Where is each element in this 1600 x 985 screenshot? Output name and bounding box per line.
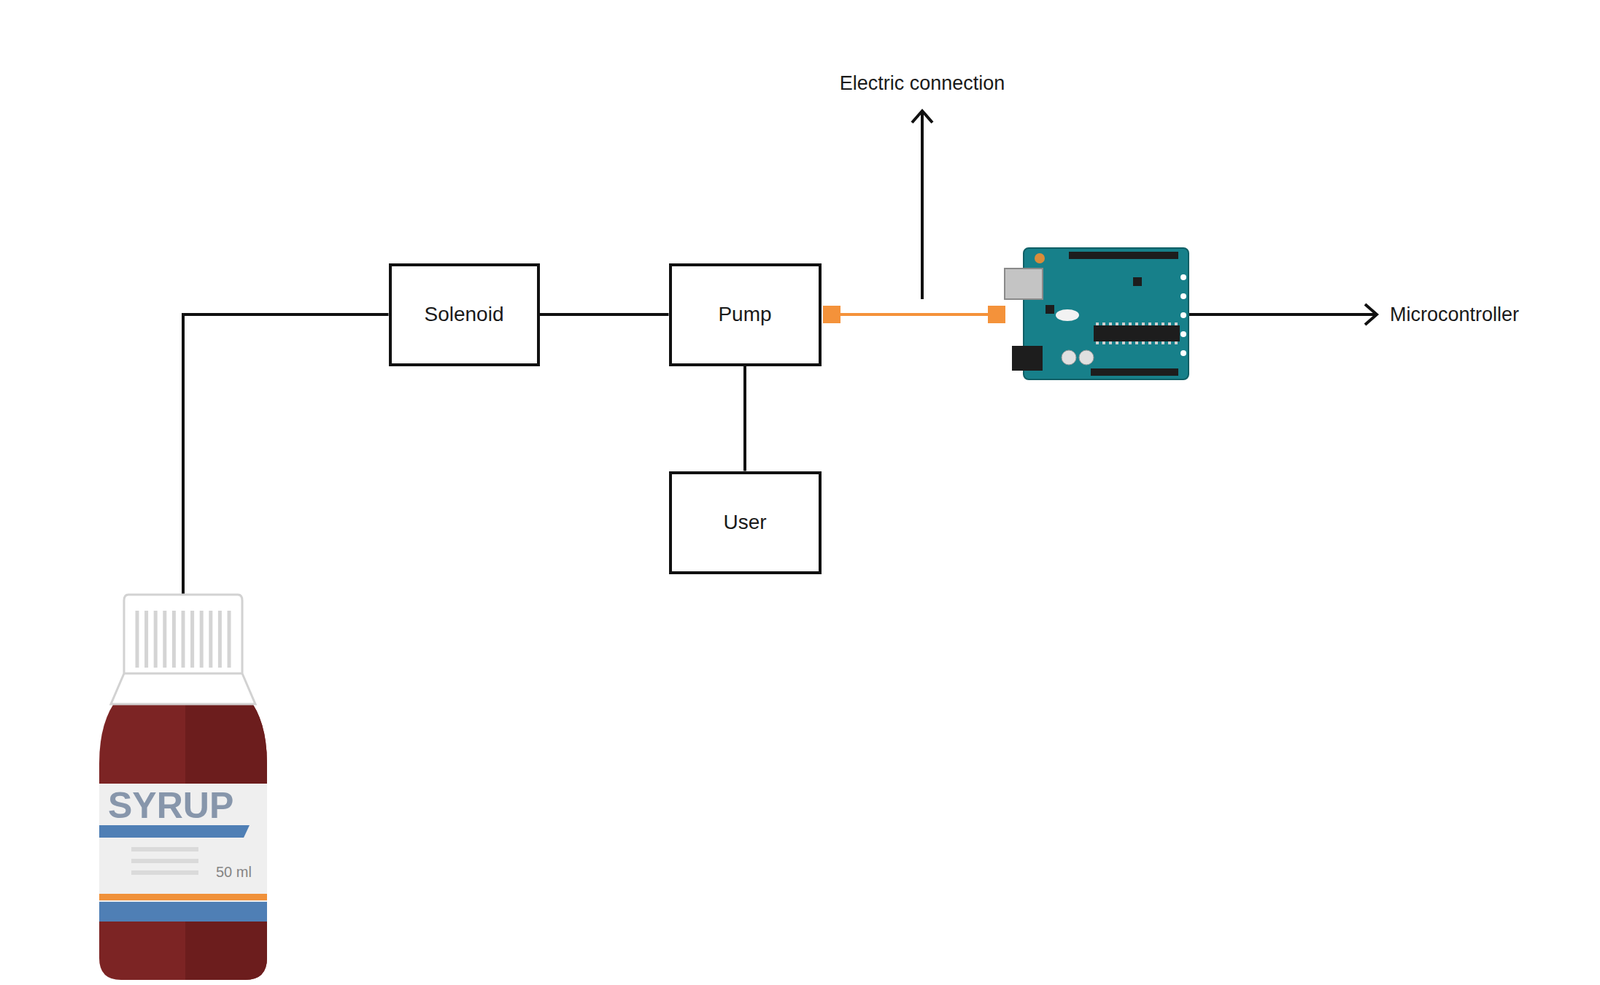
chip-pin bbox=[1154, 322, 1158, 326]
chip-pin bbox=[1095, 322, 1099, 326]
cap-ridge bbox=[172, 610, 176, 668]
capacitor bbox=[1061, 350, 1077, 365]
chip-pin bbox=[1128, 341, 1132, 345]
chip-pin bbox=[1122, 322, 1126, 326]
signal-wire bbox=[831, 312, 997, 316]
crystal bbox=[1055, 309, 1080, 322]
chip-pin bbox=[1154, 341, 1158, 345]
callout-label: Microcontroller bbox=[1389, 302, 1520, 327]
chip-pin bbox=[1135, 322, 1139, 326]
chip-pin bbox=[1141, 322, 1145, 326]
component bbox=[1045, 304, 1055, 314]
chip-pin bbox=[1148, 341, 1152, 345]
microchip bbox=[1093, 325, 1180, 342]
bottle-label bbox=[99, 783, 268, 922]
product-name: SYRUP bbox=[107, 787, 234, 824]
bottle-cap bbox=[110, 594, 256, 705]
capacitor bbox=[1079, 350, 1094, 365]
cap-ridge bbox=[162, 610, 167, 668]
microcontroller-board bbox=[1004, 248, 1189, 380]
pin-header bbox=[1090, 368, 1179, 376]
power-jack bbox=[1011, 345, 1043, 371]
process-box: User bbox=[669, 471, 822, 575]
mount-dot bbox=[1180, 350, 1187, 357]
chip-pin bbox=[1174, 341, 1178, 345]
usb-connector bbox=[1004, 268, 1043, 300]
box-label: User bbox=[723, 510, 767, 535]
syrup-bottle-node: SYRUP 50 ml bbox=[99, 594, 268, 980]
cap-ridge bbox=[218, 610, 222, 668]
cap-ridge bbox=[153, 610, 158, 668]
mount-dot bbox=[1180, 331, 1187, 338]
board-pcb bbox=[1023, 248, 1189, 380]
arrow-head bbox=[911, 110, 933, 123]
callout-arrow bbox=[920, 111, 924, 300]
chip-pin bbox=[1174, 322, 1178, 326]
cap-ridge bbox=[124, 672, 243, 675]
chip-pin bbox=[1115, 341, 1119, 345]
arrow-head bbox=[1365, 304, 1377, 325]
bottle-body bbox=[99, 688, 268, 980]
chip-pin bbox=[1122, 341, 1126, 345]
callout-label: Electric connection bbox=[839, 71, 1006, 95]
label-stripe bbox=[99, 893, 268, 901]
pipe-connector bbox=[539, 312, 670, 316]
chip-pin bbox=[1161, 322, 1165, 326]
chip-pin bbox=[1148, 322, 1152, 326]
pipe-connector bbox=[743, 366, 747, 472]
chip-pin bbox=[1108, 322, 1112, 326]
volume-label: 50 ml bbox=[215, 864, 252, 880]
label-stripe bbox=[99, 901, 268, 922]
mount-dot bbox=[1180, 274, 1187, 281]
pin-header bbox=[1068, 251, 1179, 260]
chip-pin bbox=[1161, 341, 1165, 345]
process-box: Pump bbox=[669, 263, 822, 367]
cap-ridge bbox=[135, 610, 140, 668]
label-line bbox=[131, 870, 199, 875]
label-line bbox=[131, 858, 199, 864]
cap-ridge bbox=[208, 610, 213, 668]
callout-arrow bbox=[1188, 312, 1377, 316]
process-box: Solenoid bbox=[388, 263, 540, 367]
chip-pin bbox=[1135, 341, 1139, 345]
chip-pin bbox=[1095, 341, 1099, 345]
chip-pin bbox=[1102, 322, 1106, 326]
chip-pin bbox=[1128, 322, 1132, 326]
label-line bbox=[131, 847, 199, 852]
chip-pin bbox=[1141, 341, 1145, 345]
cap-ridge bbox=[227, 610, 232, 668]
cap-ridge bbox=[199, 610, 204, 668]
mount-dot bbox=[1180, 312, 1187, 319]
label-stripe bbox=[99, 825, 250, 838]
chip-pin bbox=[1115, 322, 1119, 326]
chip-pin bbox=[1108, 341, 1112, 345]
box-label: Pump bbox=[717, 302, 772, 327]
pipe-connector bbox=[183, 314, 389, 595]
cap-ridge bbox=[181, 610, 186, 668]
cap-ridge bbox=[144, 610, 149, 668]
wire-terminal bbox=[822, 305, 841, 324]
chip-pin bbox=[1168, 322, 1171, 326]
cap-ridge bbox=[190, 610, 195, 668]
wire-terminal bbox=[987, 305, 1006, 324]
mount-dot bbox=[1180, 293, 1187, 300]
chip-pin bbox=[1102, 341, 1106, 345]
chip-pin bbox=[1168, 341, 1171, 345]
reset-button bbox=[1034, 253, 1045, 264]
box-label: Solenoid bbox=[424, 302, 505, 327]
component bbox=[1133, 277, 1142, 287]
